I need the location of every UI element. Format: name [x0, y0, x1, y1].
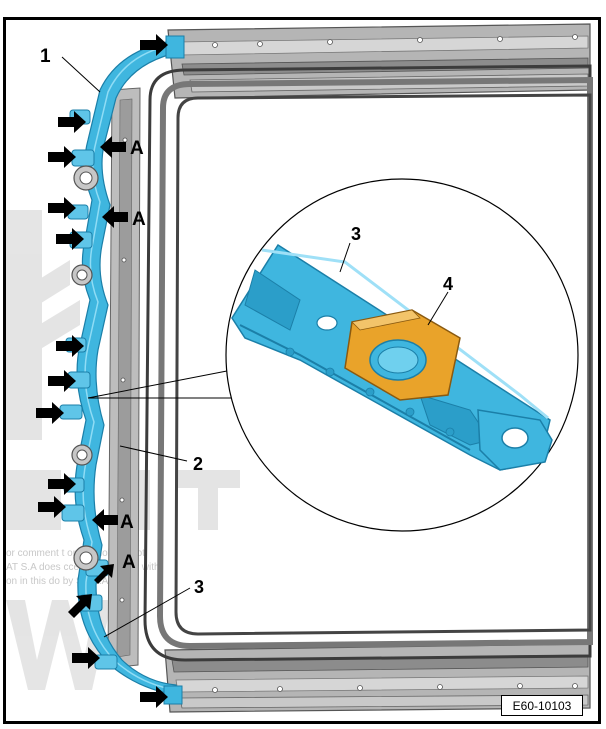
arrow-right-icon	[68, 594, 92, 618]
callout-labels: 1 2 3 3 4 A A A A	[40, 46, 453, 597]
arrow-right-icon	[94, 564, 114, 584]
detail-view	[87, 178, 579, 532]
callout-a-1: A	[130, 138, 144, 159]
arrow-right-icon	[48, 146, 76, 168]
watermark-line-3: on in this do by SE S.A.	[6, 576, 111, 587]
arrow-right-icon	[38, 496, 66, 518]
arrow-left-icon	[100, 136, 126, 158]
frame-ring-mid	[156, 76, 593, 650]
callout-1: 1	[40, 46, 51, 67]
callout-3-detail: 3	[351, 224, 361, 244]
reference-code: E60-10103	[513, 699, 572, 713]
arrow-right-icon	[48, 370, 76, 392]
detail-leader-top	[87, 369, 233, 399]
arrow-right-icon	[140, 686, 168, 708]
arrow-right-icon	[36, 402, 64, 424]
arrow-right-icon	[48, 197, 76, 219]
callout-4: 4	[443, 274, 453, 294]
callout-a-3: A	[120, 512, 134, 533]
arrow-right-icon	[58, 111, 86, 133]
arrow-right-icon	[48, 473, 76, 495]
arrow-right-icon	[56, 228, 84, 250]
frame-ring-inner	[174, 93, 592, 636]
leader-lines	[61, 56, 449, 638]
callout-a-4: A	[122, 552, 136, 573]
arrow-left-icon	[92, 509, 118, 531]
reference-code-box: E60-10103	[501, 695, 583, 716]
callout-a-2: A	[132, 209, 146, 230]
frame-ring-outer	[143, 64, 592, 662]
arrow-right-icon	[56, 335, 84, 357]
callout-2: 2	[193, 454, 203, 474]
detail-bracket	[344, 309, 461, 401]
arrow-right-icon	[72, 647, 100, 669]
arrow-left-icon	[102, 206, 128, 228]
arrow-right-icon	[140, 34, 168, 56]
arrow-list	[36, 34, 168, 708]
callout-3-lower: 3	[194, 577, 204, 597]
mount-bosses	[71, 165, 99, 571]
